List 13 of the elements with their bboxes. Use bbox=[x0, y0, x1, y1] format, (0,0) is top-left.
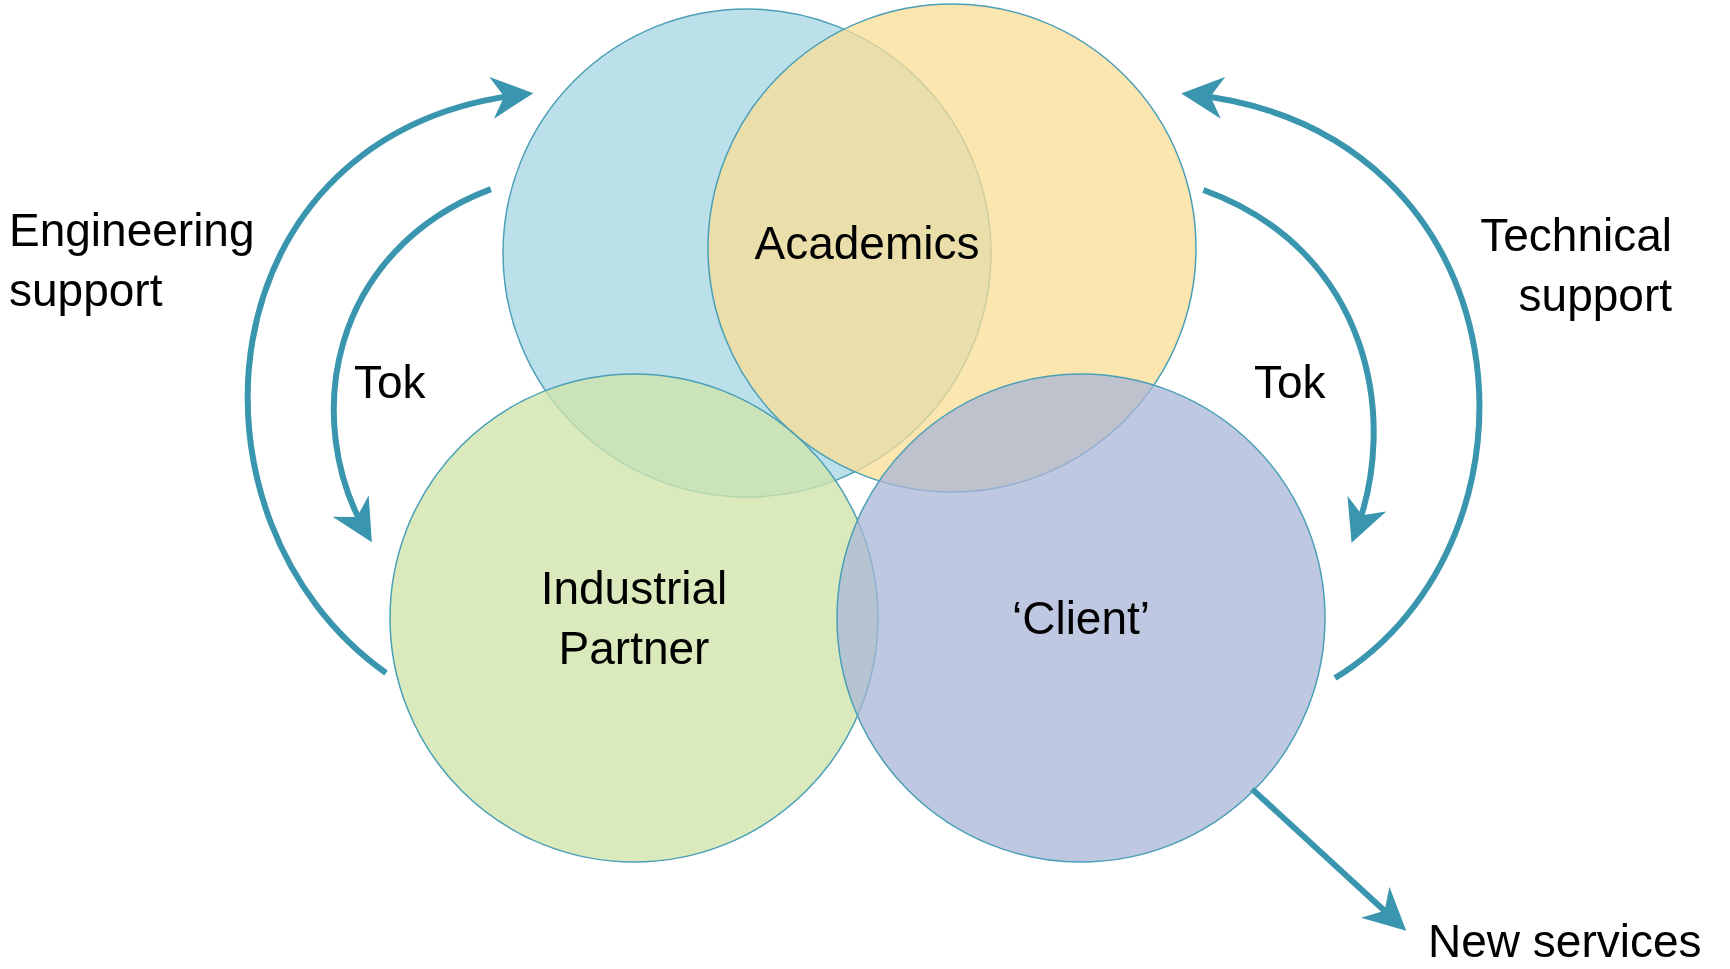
node-text: ‘Client’ bbox=[1011, 591, 1150, 646]
edge-label: Engineering support bbox=[9, 203, 256, 318]
edge-label: Tok bbox=[1254, 355, 1327, 410]
edge-label: Tok bbox=[354, 355, 427, 410]
arrow bbox=[1250, 786, 1407, 931]
circle-label: Academics bbox=[754, 216, 980, 271]
arrow bbox=[244, 80, 534, 676]
arrow bbox=[330, 186, 493, 543]
node-text: Industrial Partner bbox=[539, 561, 729, 676]
arrow bbox=[1202, 187, 1386, 543]
node-text: New services bbox=[1428, 914, 1703, 969]
arrow bbox=[1181, 80, 1483, 681]
edge-label: Technical support bbox=[1479, 208, 1672, 323]
